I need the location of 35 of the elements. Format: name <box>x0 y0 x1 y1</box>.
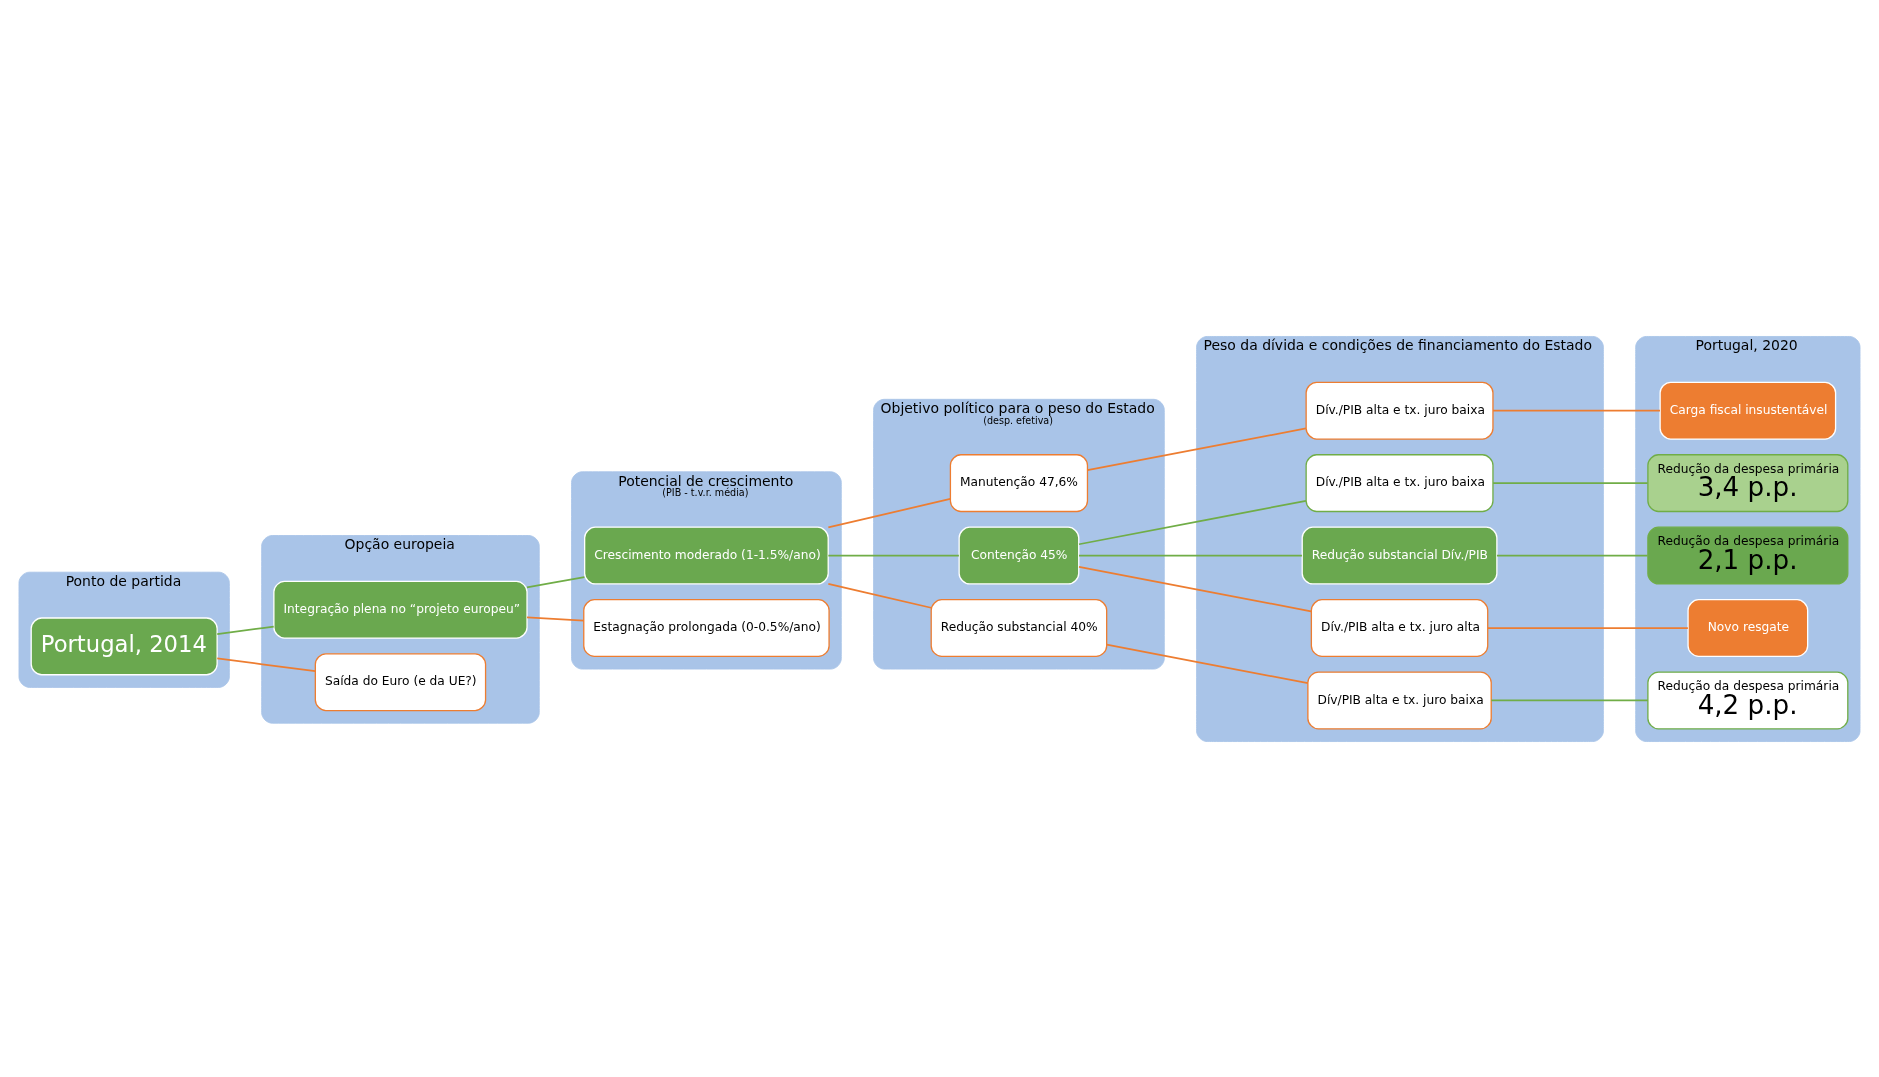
connector <box>1492 409 1661 412</box>
connector <box>216 657 317 672</box>
node-box: Dív./PIB alta e tx. juro baixa <box>1305 453 1494 512</box>
node-box: Saída do Euro (e da UE?) <box>314 652 487 711</box>
node-box: Crescimento moderado (1-1.5%/ano) <box>584 526 829 585</box>
connector <box>1496 554 1649 556</box>
node-box: Dív./PIB alta e tx. juro baixa <box>1305 381 1494 440</box>
node-box: Contenção 45% <box>958 526 1080 585</box>
node-box: Dív./PIB alta e tx. juro alta <box>1310 598 1489 657</box>
node-box: Dív/PIB alta e tx. juro baixa <box>1307 670 1492 730</box>
connector <box>1078 565 1312 612</box>
node-box: Carga fiscal insustentável <box>1659 381 1837 440</box>
node-box: Manutenção 47,6% <box>949 453 1089 512</box>
connector <box>1078 554 1303 556</box>
connector <box>1487 626 1689 629</box>
node-box: Redução da despesa primária 4,2 p.p. <box>1647 670 1849 730</box>
node-box: Estagnação prolongada (0-0.5%/ano) <box>583 598 830 657</box>
node-box: Novo resgate <box>1687 598 1809 657</box>
connector <box>1490 699 1649 701</box>
connector <box>1105 643 1309 684</box>
node-box: Redução da despesa primária 3,4 p.p. <box>1647 453 1849 512</box>
connector <box>216 625 275 635</box>
node-box: Portugal, 2014 <box>30 616 218 675</box>
connector <box>827 497 952 528</box>
connector <box>526 615 585 622</box>
connector <box>1492 481 1649 484</box>
node-box: Redução da despesa primária 2,1 p.p. <box>1647 526 1849 585</box>
connector <box>526 575 586 588</box>
connector <box>1078 499 1307 545</box>
node-box: Redução substancial Dív./PIB <box>1301 526 1498 585</box>
node-box: Integração plena no “projeto europeu” <box>273 580 528 639</box>
connector <box>827 554 960 556</box>
node-box: Redução substancial 40% <box>930 598 1108 657</box>
connector <box>827 582 932 609</box>
connector <box>1086 427 1307 471</box>
